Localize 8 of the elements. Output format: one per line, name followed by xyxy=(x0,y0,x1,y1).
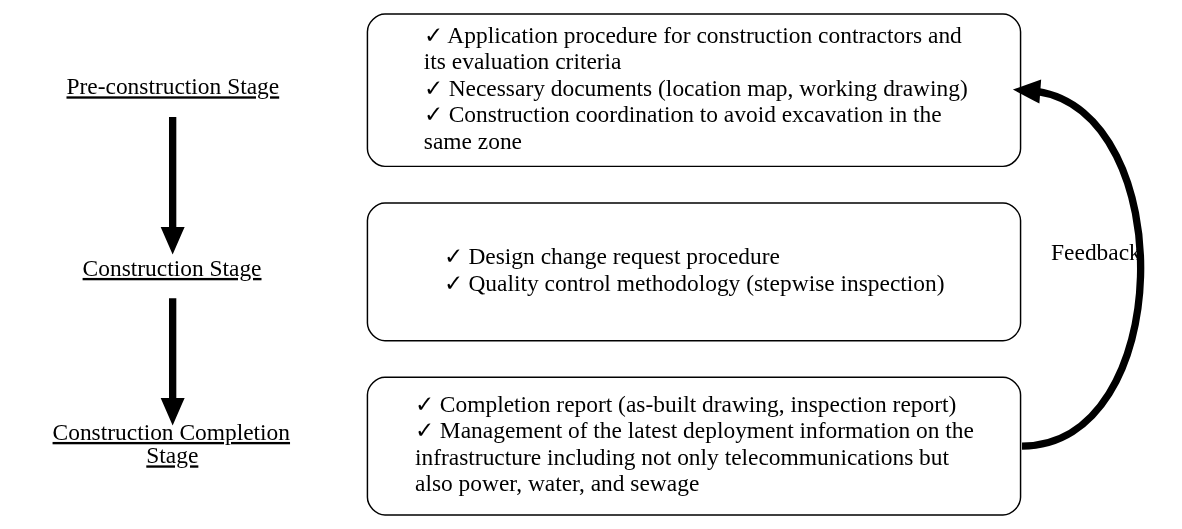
node-box: ✓ Application procedure for construction contractors and its evaluation criteria ✓ Necessary documents (location map, working drawing) ✓ Construction coordination to avoid excavation in the same zone xyxy=(366,13,1022,168)
node-text: Construction Completion Stage xyxy=(52,418,291,469)
node-text: Construction Stage xyxy=(82,254,262,281)
node-box: ✓ Completion report (as-built drawing, inspection report) ✓ Management of the latest deployment information on the infrastructure including not only telecommunications but also power, water, and sewage xyxy=(366,376,1022,516)
arrow xyxy=(1012,79,1145,450)
arrow xyxy=(160,116,185,255)
node-text: Pre-construction Stage xyxy=(66,73,280,100)
node-box: ✓ Design change request procedure ✓ Quality control methodology (stepwise inspection) xyxy=(366,202,1022,342)
